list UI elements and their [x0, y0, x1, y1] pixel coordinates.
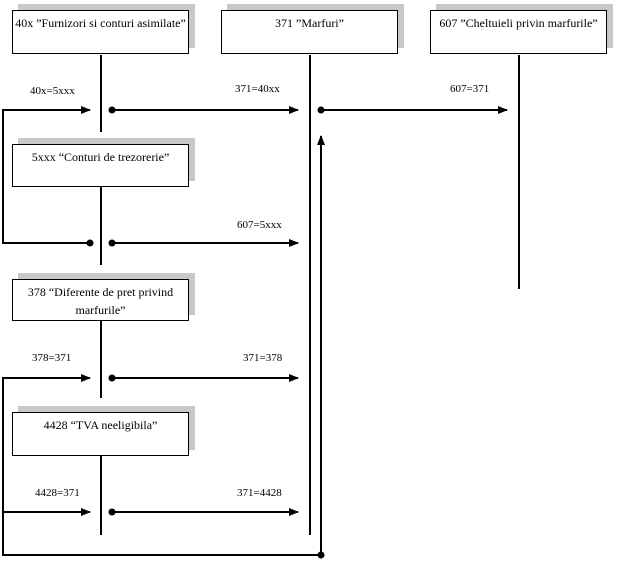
account-box-furnizori: 40x ”Furnizori si conturi asimilate”	[12, 10, 189, 54]
loop-40x-5xxx	[2, 106, 91, 244]
dot-row1-start	[108, 106, 116, 114]
dot-row4-start	[108, 508, 116, 516]
account-label-diferente: 378 “Diferente de pret privind marfurile…	[27, 285, 174, 317]
loop-378-371	[2, 374, 320, 556]
entry-371-378: 371=378	[243, 352, 283, 364]
dot-row2-left	[86, 239, 94, 247]
entry-607-371: 607=371	[450, 83, 490, 95]
account-box-cheltuieli: 607 ”Cheltuieli privin marfurile”	[430, 10, 607, 54]
account-label-marfuri: 371 ”Marfuri”	[275, 16, 344, 30]
account-label-cheltuieli: 607 ”Cheltuieli privin marfurile”	[439, 16, 598, 30]
account-box-marfuri: 371 ”Marfuri”	[221, 10, 398, 54]
entry-607-5xxx: 607=5xxx	[237, 219, 282, 231]
account-label-tva: 4428 “TVA neeligibila”	[43, 418, 158, 432]
entry-4428-371: 4428=371	[35, 487, 80, 499]
entry-371-40xx: 371=40xx	[235, 83, 280, 95]
account-box-tva: 4428 “TVA neeligibila”	[12, 412, 189, 456]
account-box-trezorerie: 5xxx “Conturi de trezorerie”	[12, 144, 189, 187]
dot-row3-start	[108, 374, 116, 382]
entry-378-371: 378=371	[32, 352, 72, 364]
account-box-diferente: 378 “Diferente de pret privind marfurile…	[12, 279, 189, 321]
entry-371-4428: 371=4428	[237, 487, 282, 499]
dot-row2-start	[108, 239, 116, 247]
dot-row1-371	[317, 106, 325, 114]
dot-bottom-371	[317, 551, 325, 559]
account-label-furnizori: 40x ”Furnizori si conturi asimilate”	[15, 16, 186, 30]
entry-40x-5xxx: 40x=5xxx	[30, 85, 75, 97]
account-label-trezorerie: 5xxx “Conturi de trezorerie”	[31, 150, 170, 164]
